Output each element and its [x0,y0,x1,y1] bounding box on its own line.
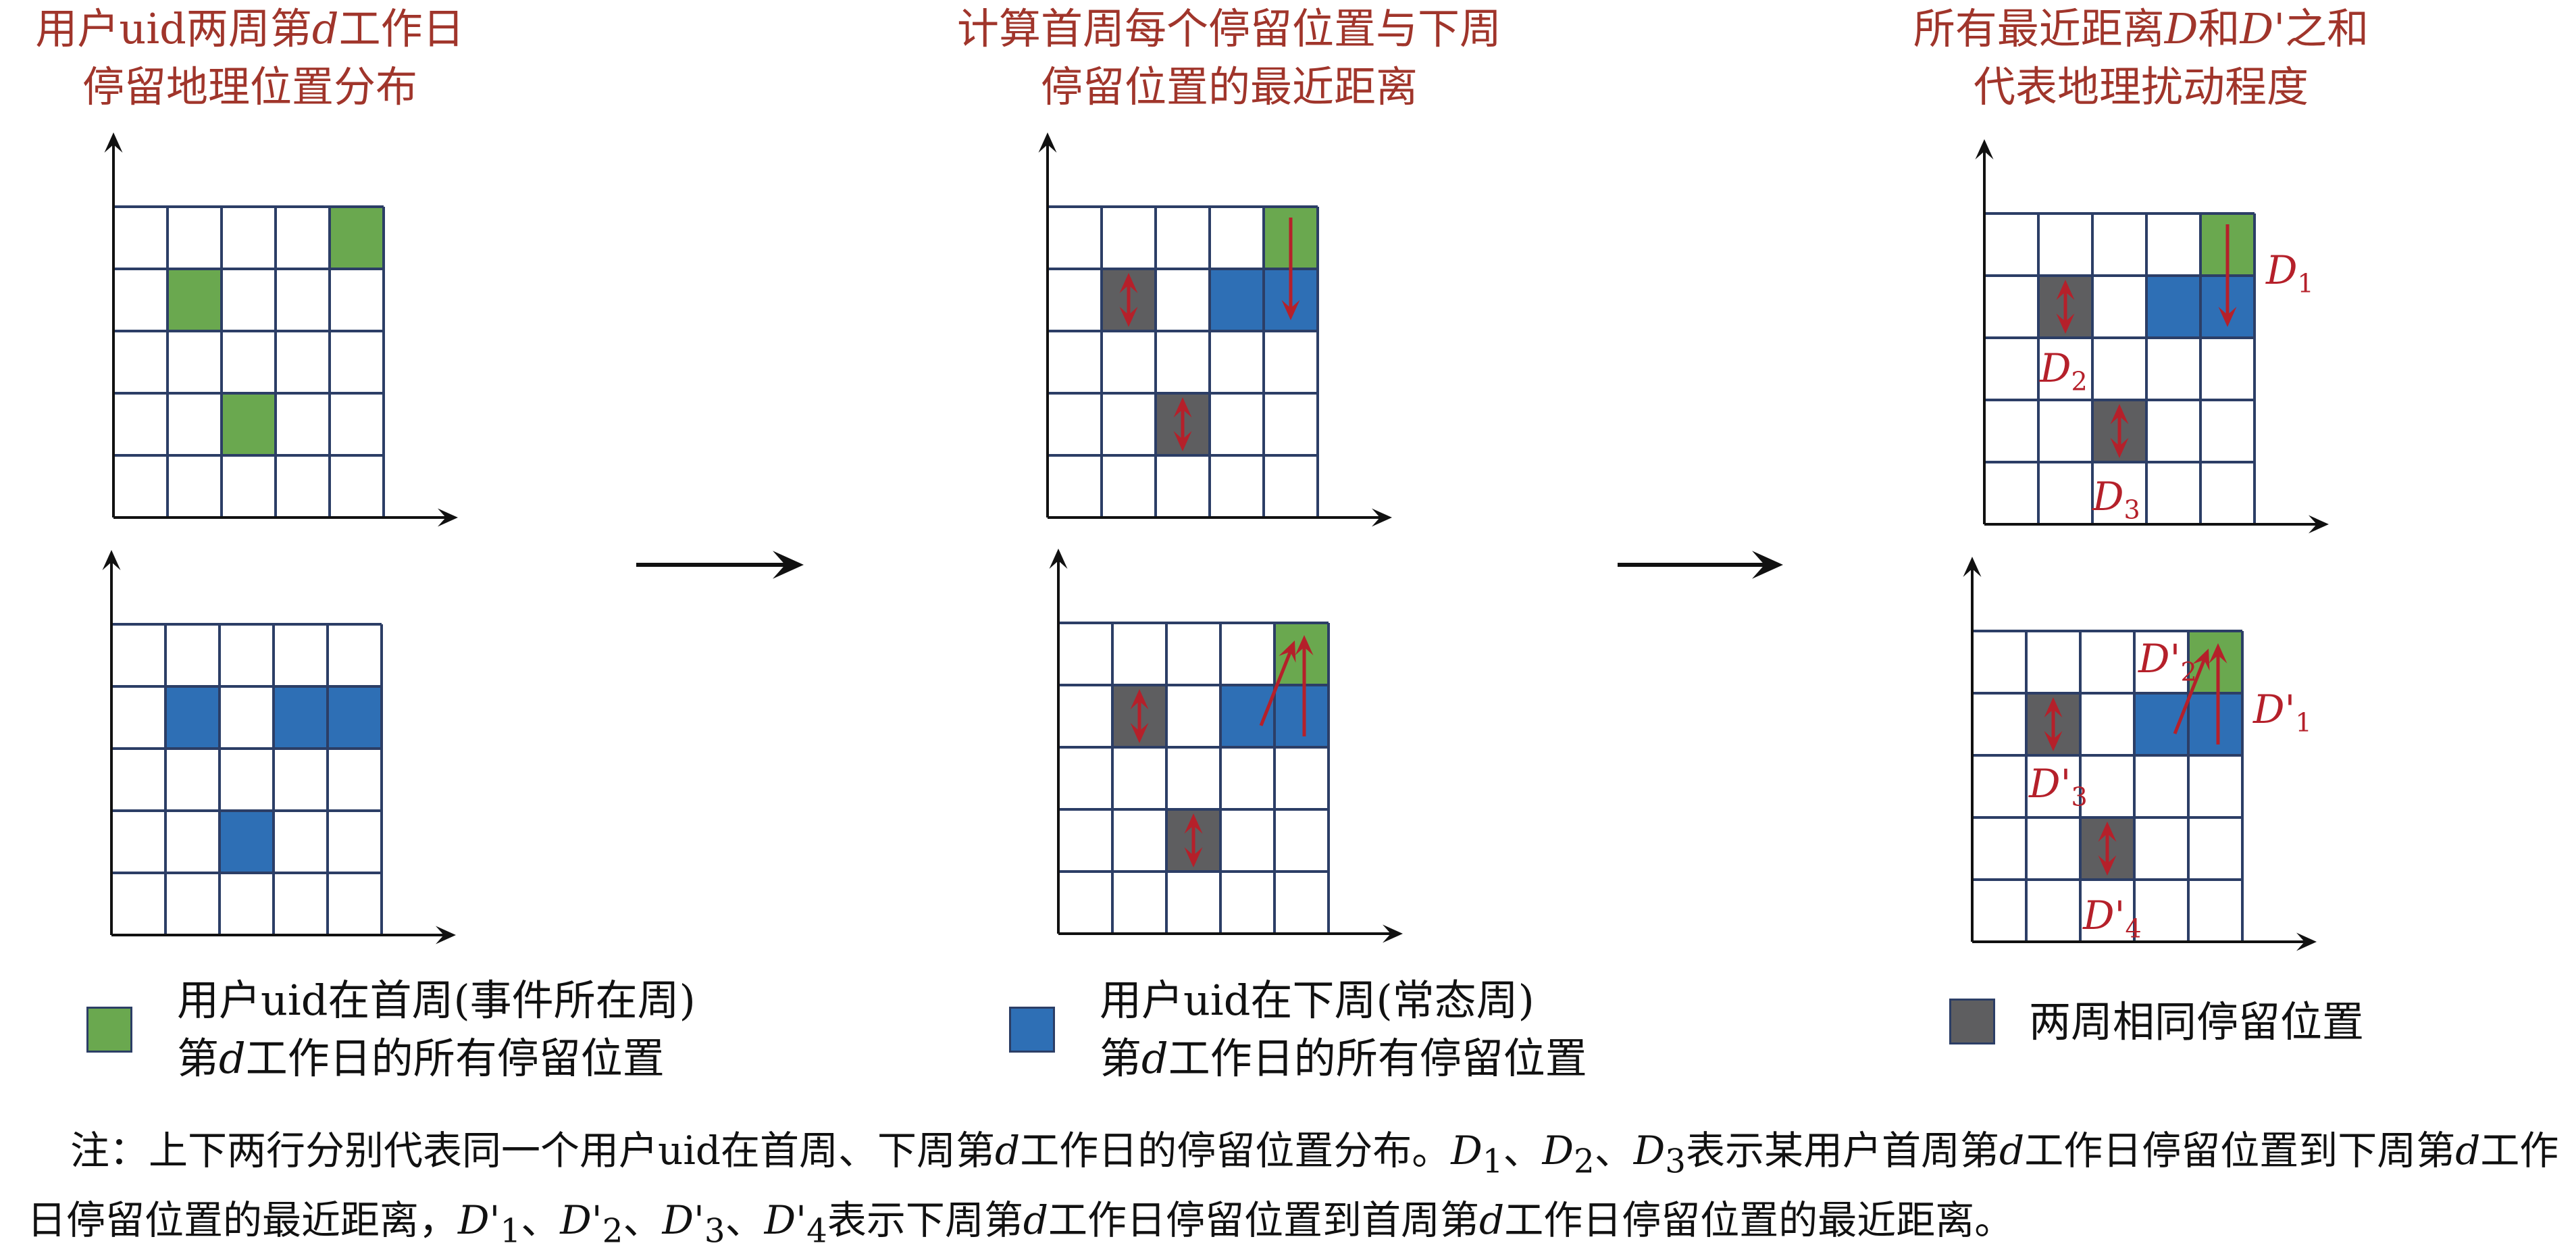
grid-cell-filled [1210,269,1264,331]
y-axis-head [104,132,123,153]
y-axis-head [102,550,121,570]
grid-p2-bottom [1049,549,1403,943]
x-axis-head [2296,932,2317,951]
arrow-p3b-Dp2-head [2192,649,2210,671]
panel3-title: 所有最近距离D和D'之和 代表地理扰动程度 [1891,0,2391,116]
grid-p3-top [1975,139,2329,534]
arrow-p2b-blue-to-green-1-head [1295,635,1314,655]
legend-blue-text: 用户uid在下周(常态周) 第d工作日的所有停留位置 [1100,976,1587,1083]
x-axis-head [438,508,458,527]
arrow-p2t-gray-2-head-down [1173,431,1192,451]
label-D3: D3 [2092,474,2140,525]
arrow-p3b-Dp4-head-up [2098,822,2117,842]
distance-arrows [1119,218,2237,876]
legend-blue-swatch [1009,1007,1055,1053]
legend-green-text: 用户uid在首周(事件所在周) 第d工作日的所有停留位置 [177,976,696,1083]
arrow-p2t-gray-1-head-down [1119,307,1138,327]
grid-diagram [102,132,2329,951]
panel1-title-line2: 停留地理位置分布 [82,62,417,111]
grid-cell-filled [2146,276,2200,338]
x-axis-head [1383,924,1403,943]
arrow-p3b-Dp4-head-down [2098,855,2117,876]
arrow-p2b-blue-to-green-2 [1259,649,1293,726]
panel3-title-line1: 所有最近距离D和D'之和 [1913,4,2369,53]
x-axis-head [2309,515,2329,534]
grid-cell-filled [1274,685,1329,747]
grid-p1-top [104,132,458,527]
grid-cell-filled [274,686,328,749]
grid-panels [102,132,2329,951]
panel1-title: 用户uid两周第d工作日 停留地理位置分布 [20,0,480,116]
arrow-p3t-D2-head-up [2056,280,2075,300]
label-D2: D2 [2040,345,2088,397]
grid-cell-filled [168,269,222,331]
flow-arrow-1-head [773,551,804,579]
panel2-title-line2: 停留位置的最近距离 [1040,62,1418,111]
label-Dp3: D'3 [2029,761,2088,812]
x-axis-head [436,926,456,944]
x-axis-head [1372,508,1392,527]
grid-cell-filled [220,811,274,873]
grid-cell-filled [330,207,384,269]
panel3-title-line2: 代表地理扰动程度 [1973,62,2309,111]
arrow-p2t-green-to-blue-head [1281,300,1300,320]
arrow-p3b-Dp1-head [2209,643,2227,663]
footnote: 注：上下两行分别代表同一个用户uid在首周、下周第d工作日的停留位置分布。D1、… [27,1128,2559,1251]
grid-cell-filled [2188,693,2242,755]
panel2-title: 计算首周每个停留位置与下周 停留位置的最近距离 [905,0,1553,116]
grid-cell-filled [328,686,382,749]
legend-gray-swatch [1949,999,1995,1044]
panel2-title-line1: 计算首周每个停留位置与下周 [956,4,1501,53]
arrow-p3t-D1-head [2218,307,2237,327]
arrow-p3b-Dp3-head-down [2044,731,2063,751]
arrow-p3b-Dp3-head-up [2044,697,2063,717]
arrow-p2t-gray-2-head-up [1173,397,1192,418]
label-Dp1: D'1 [2253,686,2312,738]
grid-cell-filled [222,393,276,455]
arrow-p3t-D3-head-down [2110,438,2129,458]
arrow-p2b-gray-2-head-up [1184,813,1203,834]
flow-arrow-2-head [1752,551,1783,579]
panel1-title-line1: 用户uid两周第d工作日 [35,4,465,53]
arrow-p2t-gray-1-head-up [1119,273,1138,293]
legend-gray-text: 两周相同停留位置 [2029,997,2365,1047]
arrow-p3b-Dp2 [2173,657,2207,734]
arrow-p3t-D2-head-down [2056,313,2075,334]
arrow-p2b-gray-2-head-down [1184,847,1203,867]
y-axis-head [1049,549,1068,569]
grid-p1-bottom [102,550,456,944]
grid-p2-top [1038,132,1392,527]
label-Dp2: D'2 [2138,636,2197,687]
arrow-p3t-D3-head-up [2110,404,2129,424]
grid-cell-filled [165,686,220,749]
arrow-p2b-gray-1-head-up [1130,689,1149,709]
legend-green-swatch [86,1007,132,1053]
flow-arrows [636,551,1783,579]
arrow-p2b-gray-1-head-down [1130,723,1149,743]
arrow-p2b-blue-to-green-2-head [1279,640,1296,663]
label-Dp4: D'4 [2083,892,2142,944]
y-axis-head [1963,557,1982,577]
label-D1: D1 [2266,247,2314,299]
y-axis-head [1975,139,1994,159]
y-axis-head [1038,132,1057,153]
